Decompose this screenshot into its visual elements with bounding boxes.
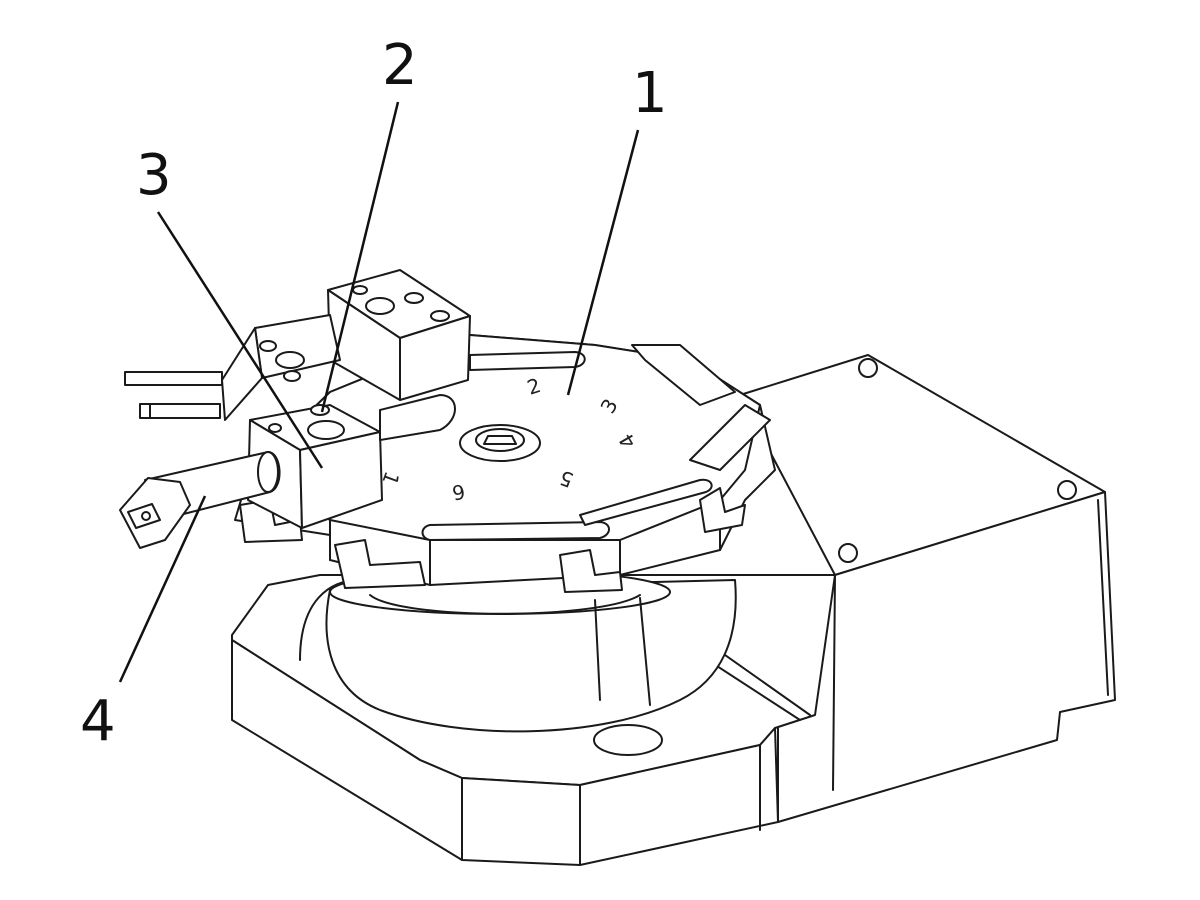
callout-1: 1 (632, 61, 668, 126)
leader-line-1 (566, 129, 640, 396)
callout-2: 2 (382, 33, 418, 98)
callout-3: 3 (136, 143, 172, 208)
leader-line-2 (320, 101, 400, 413)
leader-line-4 (118, 495, 207, 683)
motor-housing (739, 354, 1116, 823)
callout-4: 4 (80, 689, 116, 754)
boring-bar (119, 451, 281, 549)
callouts: 1 2 3 4 (80, 33, 668, 754)
leader-lines (118, 101, 640, 683)
plate-number: 6 (450, 479, 467, 505)
leader-line-3 (156, 211, 324, 469)
